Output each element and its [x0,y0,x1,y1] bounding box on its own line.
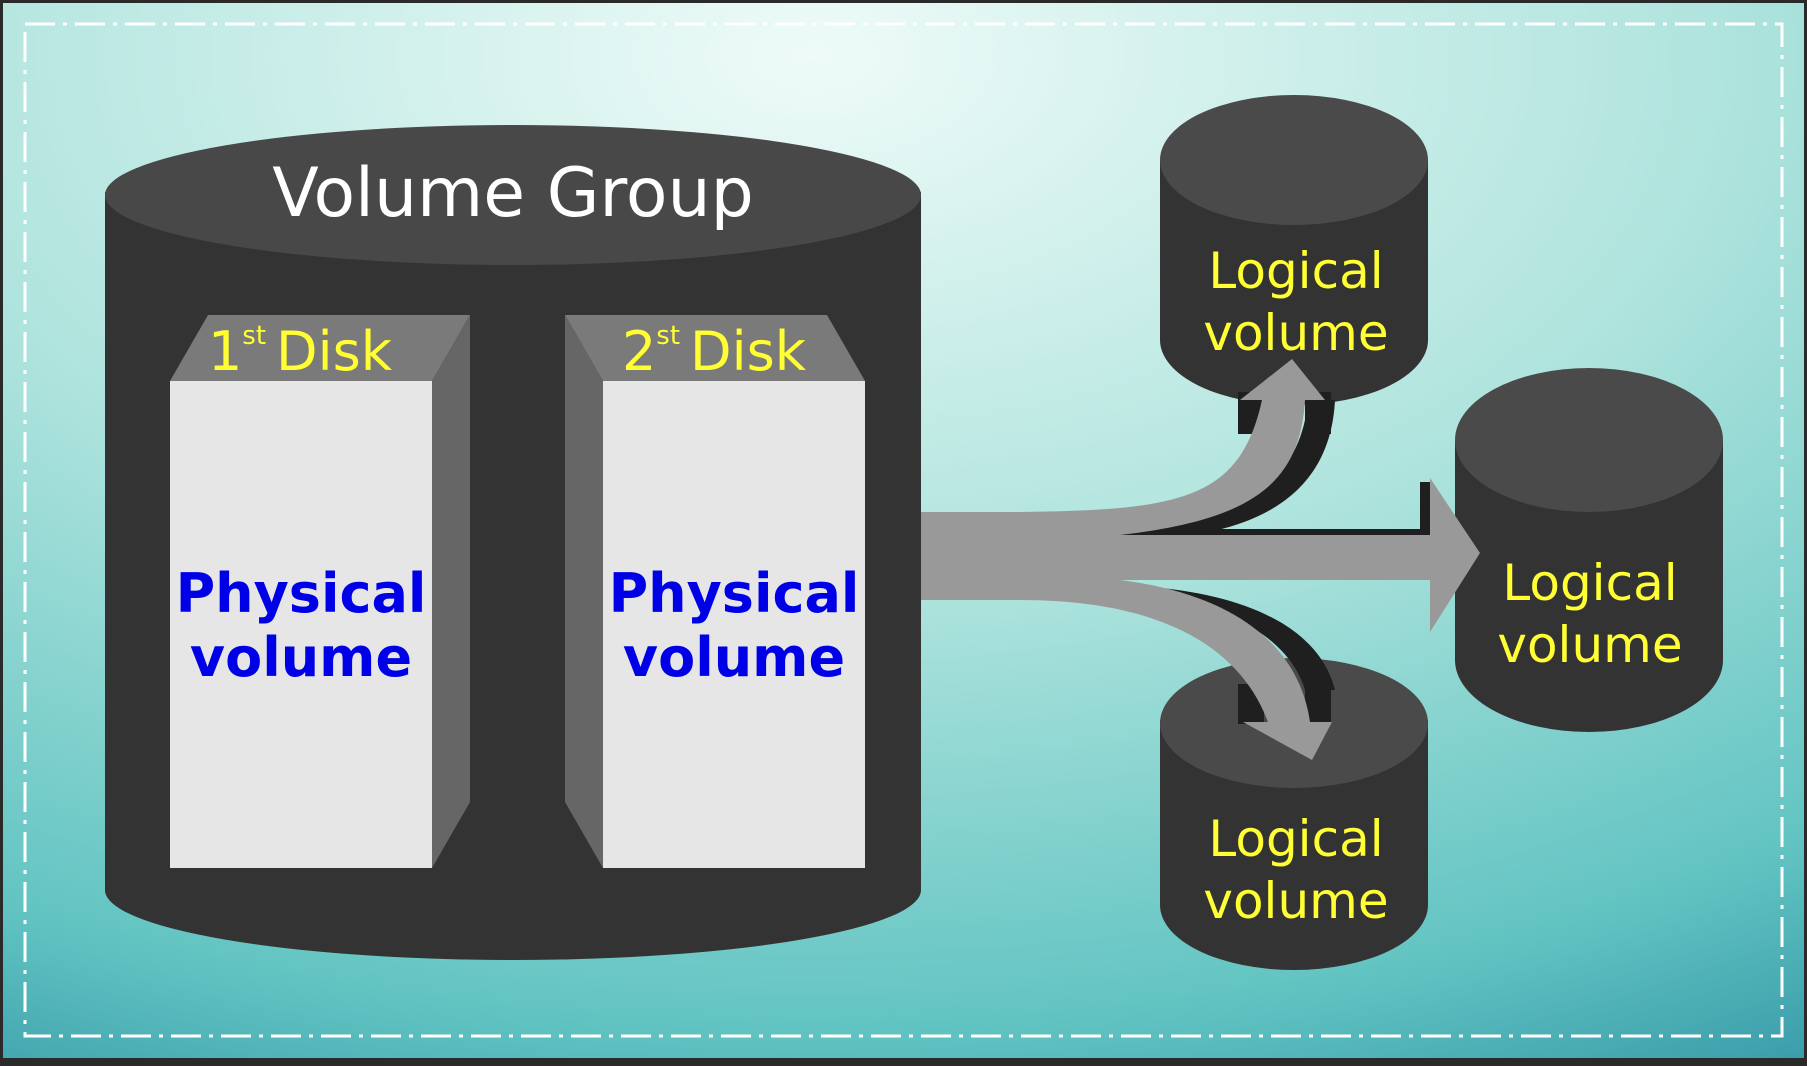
logical-volume-top-line1: Logical [1208,242,1383,300]
disk-1-label: 1st Disk [208,320,393,383]
disk-2-pv-line1: Physical [609,562,860,625]
logical-volume-right-cap [1455,368,1723,512]
disk-1-word: Disk [276,320,393,383]
logical-volume-bottom-line1: Logical [1208,810,1383,868]
logical-volume-right: Logical volume [1455,368,1723,732]
disk-2-side [565,315,603,868]
arrow-down-stub-right [1305,684,1331,724]
disk-1-pv-line2: volume [190,626,412,689]
volume-group-title: Volume Group [272,154,754,233]
disk-2-word: Disk [690,320,807,383]
arrow-body [921,359,1480,760]
logical-volume-bottom-line2: volume [1203,872,1388,930]
disk-1-pv-line1: Physical [176,562,427,625]
volume-group-top [105,125,921,265]
disk-1-suffix: st [242,321,266,351]
disk-1-face [170,381,432,868]
logical-volume-top-line2: volume [1203,304,1388,362]
logical-volume-right-line2: volume [1497,616,1682,674]
disk-2-top-bevel [565,315,865,381]
disk-1-number: 1 [208,320,242,383]
logical-volume-right-body [1455,440,1723,732]
arrow-right-shadow [1120,482,1432,538]
logical-volume-right-line1: Logical [1502,554,1677,612]
disk-2-number: 2 [622,320,656,383]
branch-arrow-icon [921,359,1480,760]
disk-2-label: 2st Disk [622,320,807,383]
disk-2-pv-line2: volume [623,626,845,689]
disk-2-suffix: st [656,321,680,351]
disk-1: 1st Disk Physical volume [170,315,470,868]
logical-volume-bottom-body [1160,720,1428,970]
border-dashed-frame [23,22,1784,1038]
logical-volume-top-cap [1160,95,1428,225]
disk-2-face [603,381,865,868]
disk-2: 2st Disk Physical volume [565,315,865,868]
arrow-down-shadow [1120,585,1335,690]
disk-1-side [432,315,470,868]
disk-1-top-bevel [170,315,470,381]
logical-volume-top: Logical volume [1160,95,1428,405]
logical-volume-top-body [1160,160,1428,405]
